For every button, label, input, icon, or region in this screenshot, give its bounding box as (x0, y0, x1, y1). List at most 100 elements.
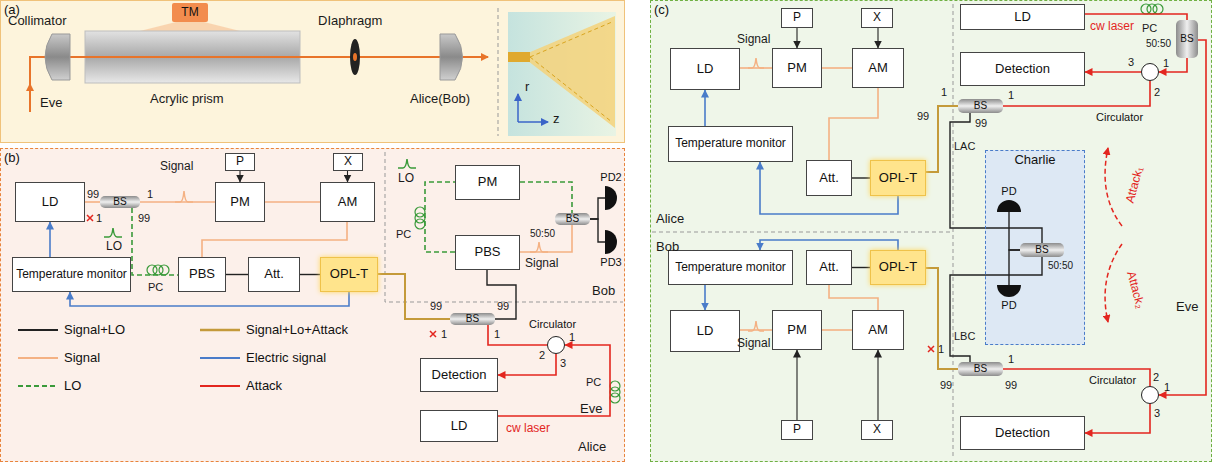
annotation: 50:50 (1048, 260, 1073, 272)
polarization-controller (147, 4, 1163, 403)
fiber-connector (487, 270, 516, 319)
component-box: LD (420, 410, 498, 442)
fiber-connector (877, 28, 878, 48)
annotation: 1 (1008, 89, 1014, 102)
beam-profile (508, 12, 616, 136)
polarization-controller (610, 393, 620, 403)
fiber-connector (852, 267, 870, 268)
node-label: Temperature monitor (675, 137, 786, 151)
component-box: LD (670, 48, 740, 90)
legend-label: Signal+LO (64, 322, 125, 337)
polarization-controller (147, 265, 157, 275)
node-label: OPL-T (330, 267, 368, 282)
annotation: 1 (1163, 57, 1169, 70)
fiber-connector (704, 90, 706, 126)
component-box: Temperature monitor (668, 126, 793, 162)
fiber-connector (347, 171, 348, 182)
node-label: BS (974, 100, 987, 112)
component-box: AM (852, 310, 904, 350)
legend-item: Electric signal (200, 350, 326, 365)
node-label: BS (466, 313, 479, 325)
annotation: 1 (1008, 353, 1014, 366)
node-label: PD (1001, 299, 1016, 312)
node-label: PD3 (600, 256, 621, 269)
legend-line (18, 357, 58, 359)
polarization-controller (1153, 4, 1163, 14)
node-label: LD (697, 62, 714, 77)
legend-sample (18, 324, 58, 336)
node-label: OPL-T (879, 260, 917, 275)
annotation: 1 (1164, 381, 1170, 394)
annotation: 99 (975, 117, 987, 130)
photodiode: PD3 (605, 230, 617, 254)
free-space-setup (140, 22, 240, 31)
optical-pulse (104, 58, 764, 331)
legend-sample (200, 352, 240, 364)
node-label: Att. (264, 267, 284, 282)
opl-t-module: OPL-T (320, 257, 378, 292)
component-box: PM (455, 165, 520, 200)
attack-arrow (1105, 244, 1122, 322)
component-box: P (781, 420, 813, 440)
annotation: 50:50 (530, 228, 555, 240)
component-box: AM (852, 48, 904, 88)
component-box: PM (772, 310, 822, 350)
component-box: Detection (960, 416, 1085, 450)
annotation: 1 (441, 328, 447, 341)
annotation: LBC (954, 330, 975, 343)
annotation: PC (148, 281, 163, 294)
annotation: 2 (1154, 86, 1160, 99)
fiber-connector (590, 219, 605, 242)
annotation: PC (396, 228, 411, 241)
fiber-connector (760, 240, 898, 250)
node-label: Att. (819, 260, 839, 275)
region-divider (385, 152, 623, 302)
blocked-port (87, 215, 934, 352)
annotation: Attack₁ (1123, 165, 1146, 205)
polarization-controller (159, 265, 169, 275)
optical-pulse (175, 191, 193, 202)
legend-item: Attack (200, 378, 282, 393)
fiber-connector (829, 285, 878, 310)
node-label: PD (1001, 185, 1016, 198)
node-label: X (344, 155, 352, 169)
beam-profile (508, 52, 530, 62)
node-label: PBS (474, 245, 500, 260)
component-box: X (333, 153, 363, 171)
legend-line (200, 328, 240, 330)
fiber-connector (140, 201, 215, 203)
fiber-connector (520, 182, 572, 213)
free-space-setup (498, 8, 499, 136)
node-label: Detection (995, 62, 1050, 77)
component-box: PBS (178, 257, 226, 292)
component-box: LD (960, 4, 1085, 30)
node-label: P (793, 423, 801, 437)
component-box: P (781, 8, 813, 28)
blocked-port (430, 331, 436, 337)
fiber-connector (1009, 212, 1020, 250)
optical-pulse (104, 228, 122, 237)
node-label: Att. (819, 171, 839, 186)
node-label: BS (1180, 33, 1193, 45)
node-label: Detection (432, 368, 487, 383)
free-space-setup (440, 34, 463, 80)
annotation: 99 (87, 188, 99, 201)
polarization-controller (415, 207, 425, 217)
fiber-connector (704, 285, 706, 310)
annotation: LO (398, 172, 414, 186)
legend-item: LO (18, 378, 81, 393)
legend-line (200, 357, 240, 359)
beam-splitter: BS (555, 213, 590, 225)
annotation: Eve (40, 96, 62, 111)
panel-fill (0, 148, 625, 462)
free-space-setup (30, 8, 498, 136)
component-box: PM (772, 48, 822, 88)
opl-t-module: OPL-T (870, 160, 926, 196)
legend-label: Electric signal (246, 350, 326, 365)
legend-label: Signal+Lo+Attack (246, 322, 348, 337)
annotation: 3 (560, 357, 566, 370)
node-label: TM (181, 6, 198, 20)
free-space-setup (45, 34, 70, 80)
